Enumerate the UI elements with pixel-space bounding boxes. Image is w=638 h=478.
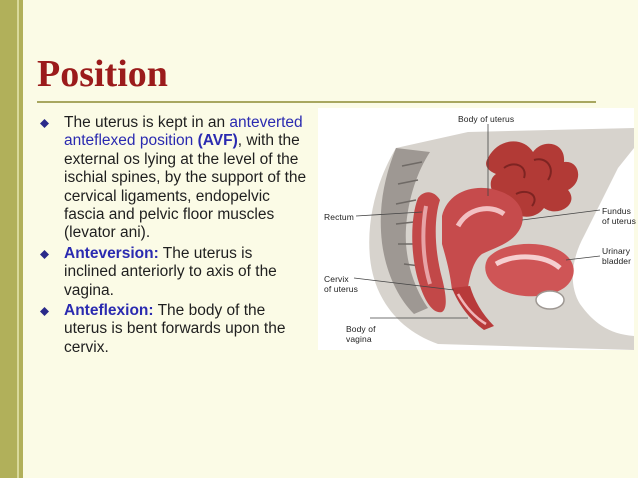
label-cervix: Cervix of uterus [324,274,358,294]
pelvis-illustration [353,124,634,350]
bullet-highlight-text: anteverted anteflexed position [64,114,303,150]
bullet-item: The uterus is kept in an anteverted ante… [40,114,308,243]
bullet-term: Anteversion: [64,244,159,262]
vagina-shape [452,286,494,330]
bullet-list: The uterus is kept in an anteverted ante… [40,114,308,359]
diamond-bullet-icon [40,249,49,259]
diamond-bullet-icon [40,119,49,128]
slide-title: Position [37,53,168,95]
bullet-rest-text: , with the external os lying at the leve… [64,132,307,242]
label-body-of-uterus: Body of uterus [458,114,515,124]
title-divider [37,101,596,103]
pelvis-anatomy-figure: Body of uterus Rectum Fundus of uterus U… [318,108,636,350]
label-rectum: Rectum [324,212,354,222]
diamond-bullet-icon [40,307,49,317]
label-urinary-bladder: Urinary bladder [602,246,632,266]
bullet-item: Anteflexion: The body of the uterus is b… [40,302,308,357]
rectum-shape [412,192,446,313]
label-body-of-vagina: Body of vagina [346,324,376,344]
side-bar-stripe [17,0,19,478]
pubic-bone [535,290,565,310]
bullet-bold-highlight: (AVF) [197,132,238,150]
bullet-definition: The body of the uterus is bent forwards … [64,302,286,356]
sacrum-shape [380,148,430,314]
bullet-intro-text: The uterus is kept in an [64,114,230,131]
bullet-definition: The uterus is inclined anteriorly to axi… [64,244,277,299]
label-fundus: Fundus of uterus [602,206,636,226]
bullet-term: Anteflexion: [64,302,154,320]
bullet-item: Anteversion: The uterus is inclined ante… [40,245,308,300]
side-bar [0,0,23,478]
